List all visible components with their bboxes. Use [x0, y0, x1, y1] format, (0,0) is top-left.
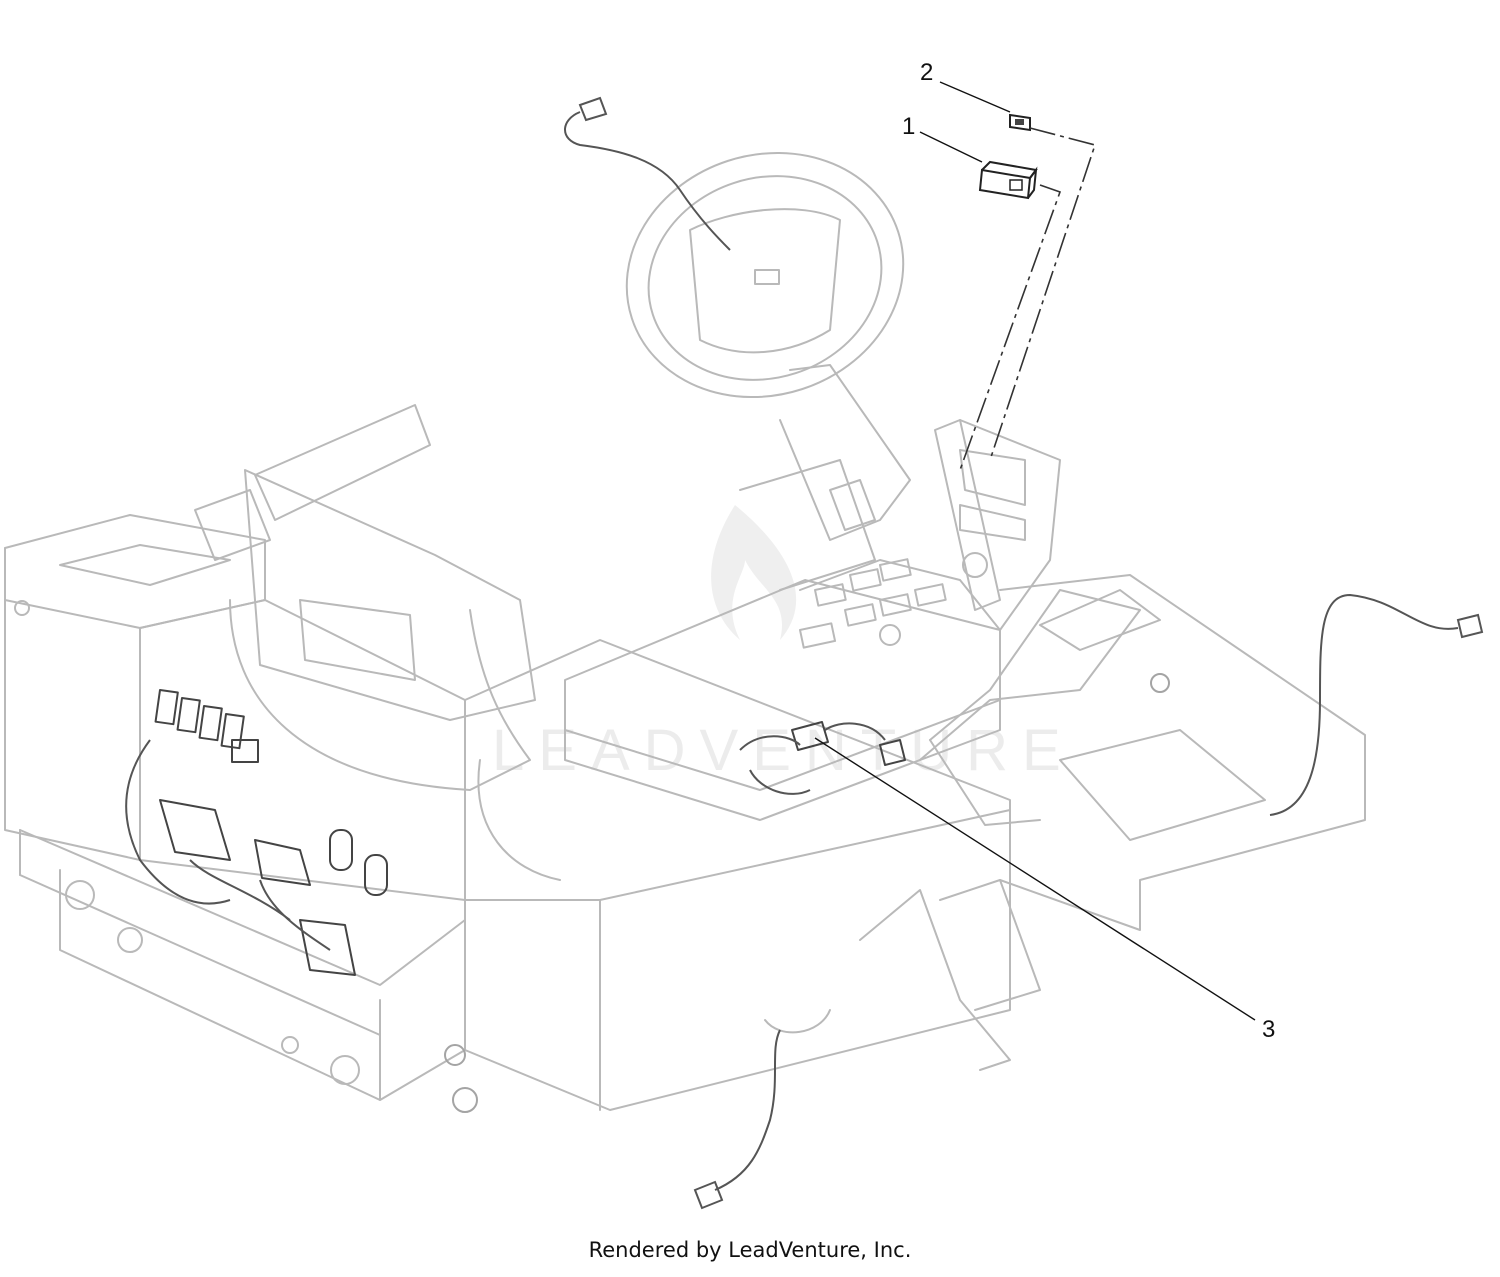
callout-3: 3	[1262, 1016, 1275, 1043]
callout-1: 1	[902, 113, 915, 140]
leader-line-2	[939, 81, 1011, 113]
watermark: LEADVENTURE	[492, 505, 1075, 783]
part-1-switch-module[interactable]	[978, 160, 1038, 200]
leader-line-3	[814, 737, 1256, 1021]
assembly-lines	[959, 127, 1097, 471]
harness-wire-right	[1269, 593, 1484, 816]
harness-details	[125, 689, 906, 976]
part-2-indicator-light[interactable]	[1009, 113, 1031, 132]
callouts: 1 2 3	[814, 59, 1275, 1043]
watermark-text: LEADVENTURE	[492, 718, 1075, 783]
callout-2: 2	[920, 59, 933, 86]
harness-wire-top	[564, 96, 731, 251]
leader-line-1	[919, 131, 983, 163]
machine-line-art	[4, 151, 1366, 1113]
footer-credit: Rendered by LeadVenture, Inc.	[588, 1238, 912, 1262]
harness-wire-bottom	[693, 1029, 781, 1210]
